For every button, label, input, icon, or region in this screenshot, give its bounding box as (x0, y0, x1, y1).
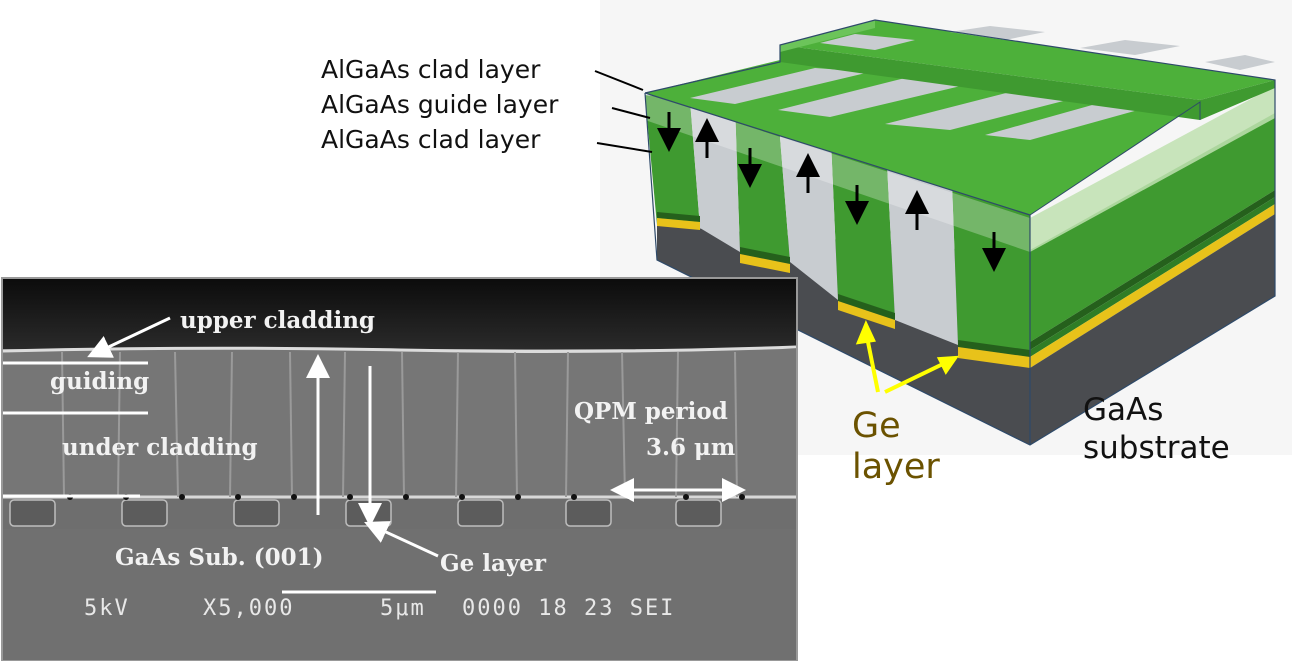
label-gaas-substrate: GaAs substrate (1083, 391, 1230, 467)
sem-info-kv: 5kV (84, 596, 130, 621)
device-top-face (644, 19, 1276, 446)
ge-label-line1: Ge (852, 406, 901, 446)
sem-info-scale: 5μm (380, 596, 426, 621)
label-ge-layer: Ge layer (852, 406, 940, 488)
sem-info-code: 0000 18 23 SEI (462, 596, 676, 621)
gaas-label-line1: GaAs (1083, 392, 1164, 428)
ge-label-line2: layer (852, 447, 940, 487)
device-right-face (1030, 86, 1275, 445)
sem-label-ge-layer: Ge layer (440, 550, 547, 577)
sem-label-qpm-value: 3.6 μm (646, 434, 736, 461)
sem-label-upper-cladding: upper cladding (180, 307, 375, 334)
label-top-clad: AlGaAs clad layer (321, 55, 541, 84)
label-guide: AlGaAs guide layer (321, 90, 559, 119)
sem-label-under-cladding: under cladding (62, 434, 258, 461)
label-leader-lines (594, 70, 653, 153)
sem-label-qpm-period: QPM period (574, 398, 728, 425)
ge-pointer-arrows (855, 320, 960, 394)
label-bottom-clad: AlGaAs clad layer (321, 125, 541, 154)
domain-polarity-arrows (657, 112, 1006, 272)
sem-label-substrate: GaAs Sub. (001) (115, 544, 324, 571)
gaas-label-line2: substrate (1083, 430, 1230, 466)
sem-label-guiding: guiding (50, 368, 150, 395)
sem-info-magnification: X5,000 (203, 596, 295, 621)
